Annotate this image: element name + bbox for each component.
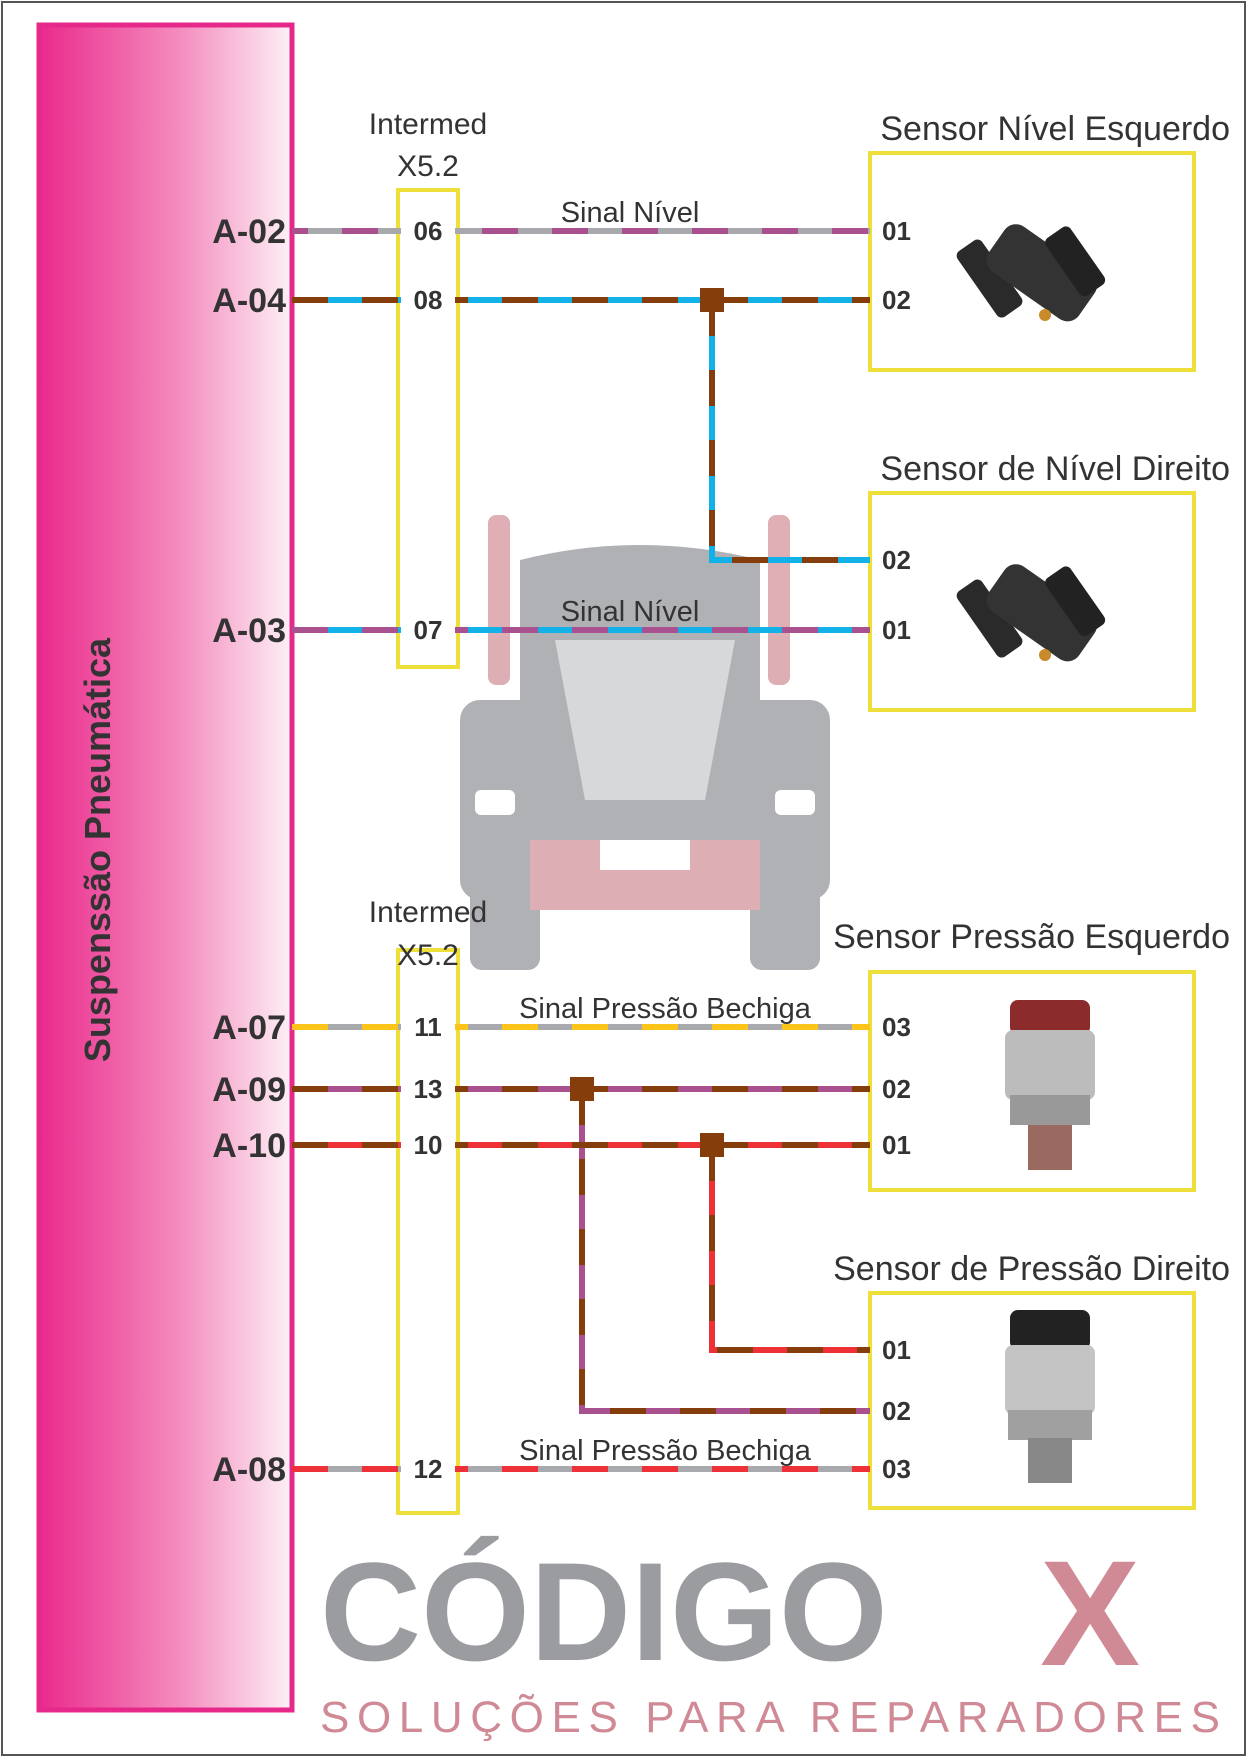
module-pin: A-10 — [212, 1127, 286, 1165]
sensor-title: Sensor Nível Esquerdo — [880, 110, 1230, 148]
module-pin: A-07 — [212, 1009, 286, 1047]
sensor-box-pressao-esquerdo — [868, 970, 1196, 1192]
connector-top-subtitle: X5.2 — [397, 150, 459, 183]
watermark-brand: CÓDIGO — [320, 1533, 888, 1690]
sensor-title: Sensor de Pressão Direito — [833, 1250, 1230, 1288]
connector-pin: 06 — [414, 216, 443, 246]
connector-top-box — [396, 188, 460, 669]
pressure-sensor-image — [1005, 1310, 1095, 1483]
connector-pin: 10 — [414, 1130, 443, 1160]
module-pin: A-08 — [212, 1451, 286, 1489]
sensor-box-pressao-direito — [868, 1291, 1196, 1510]
sensor-pin: 02 — [882, 285, 911, 315]
sensor-pin: 02 — [882, 545, 911, 575]
connector-pin: 12 — [414, 1454, 443, 1484]
sensor-pin: 01 — [882, 1130, 911, 1160]
sensor-box-nivel-esquerdo — [868, 151, 1196, 372]
sensor-pin: 01 — [882, 216, 911, 246]
splice-junction — [700, 1133, 724, 1157]
module-pin: A-03 — [212, 612, 286, 650]
connector-bottom-title: Intermed — [369, 896, 487, 929]
connector-pin: 07 — [414, 615, 443, 645]
connector-pin: 11 — [414, 1012, 442, 1042]
watermark-x: X — [1040, 1529, 1140, 1697]
module-pin: A-02 — [212, 213, 286, 251]
sensor-title: Sensor de Nível Direito — [880, 450, 1230, 488]
splice-junction — [570, 1077, 594, 1101]
connector-bottom-box — [396, 948, 460, 1515]
wire-a10 — [292, 1133, 870, 1353]
sensor-pin: 03 — [882, 1454, 911, 1484]
module-title: Suspenssão Pneumática — [77, 637, 118, 1062]
signal-label: Sinal Pressão Bechiga — [519, 993, 812, 1025]
connector-top-title: Intermed — [369, 108, 487, 141]
pressure-sensor-image — [1005, 1000, 1095, 1170]
sensor-pin: 01 — [882, 1335, 911, 1365]
connector-pin: 08 — [414, 285, 443, 315]
level-sensor-image — [956, 564, 1106, 662]
sensor-title: Sensor Pressão Esquerdo — [833, 918, 1230, 956]
watermark-tagline: SOLUÇÕES PARA REPARADORES — [320, 1692, 1220, 1742]
sensor-pin: 03 — [882, 1012, 911, 1042]
sensor-pin: 01 — [882, 615, 911, 645]
wire-a09 — [292, 1077, 870, 1414]
signal-label: Sinal Nível — [561, 596, 700, 628]
connector-bottom-subtitle: X5.2 — [397, 939, 459, 972]
module-bar — [36, 22, 295, 1713]
level-sensor-image — [956, 224, 1106, 322]
connector-pin: 13 — [414, 1074, 443, 1104]
sensor-pin: 02 — [882, 1396, 911, 1426]
sensor-box-nivel-direito — [868, 491, 1196, 712]
sensor-pin: 02 — [882, 1074, 911, 1104]
splice-junction — [700, 288, 724, 312]
module-pin: A-04 — [212, 282, 286, 320]
wire-a04 — [292, 288, 870, 563]
signal-label: Sinal Pressão Bechiga — [519, 1435, 812, 1467]
module-pin: A-09 — [212, 1071, 286, 1109]
signal-label: Sinal Nível — [561, 197, 700, 229]
